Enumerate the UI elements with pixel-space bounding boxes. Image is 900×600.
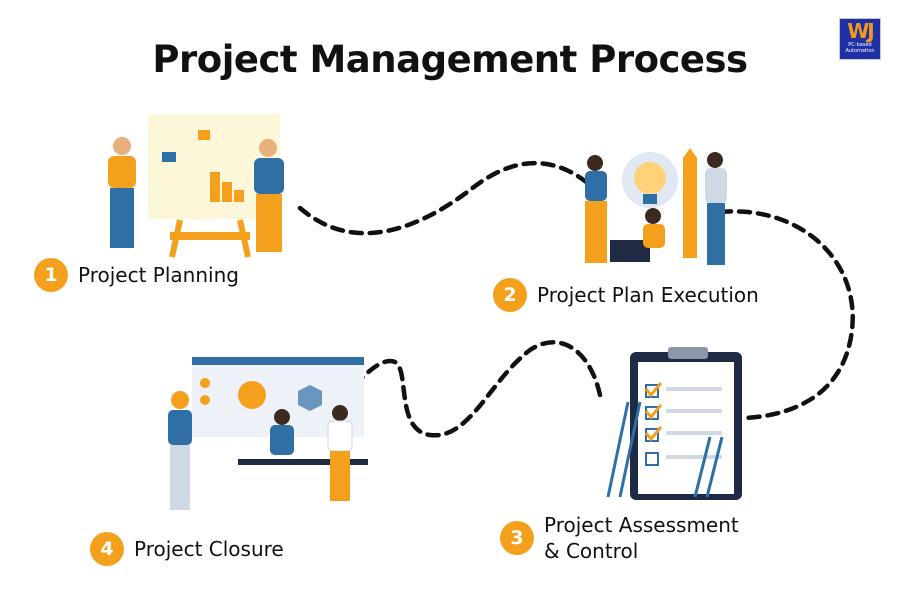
step-number-badge: 2 [493,278,527,312]
assessment-illustration [606,347,742,500]
step-label: Project Plan Execution [537,283,759,307]
step-project-planning: 1 Project Planning [34,258,239,292]
logo-caption-line2: Automation [845,48,875,54]
company-logo: WJ PC-based Automation [839,18,881,60]
execution-illustration [585,148,727,265]
diagram-title: Project Management Process [152,38,748,81]
step-number-badge: 4 [90,532,124,566]
logo-caption-line1: PC-based [848,42,872,48]
closure-illustration [168,357,368,510]
step-project-plan-execution: 2 Project Plan Execution [493,278,759,312]
step-label: Project Assessment & Control [544,513,739,563]
logo-mark: WJ [847,19,874,43]
step-project-assessment-control: 3 Project Assessment & Control [500,512,739,564]
step-number-badge: 3 [500,521,534,555]
step-project-closure: 4 Project Closure [90,532,284,566]
step-label: Project Planning [78,263,239,287]
step-label: Project Closure [134,537,284,561]
step-number-badge: 1 [34,258,68,292]
planning-illustration [108,114,284,258]
